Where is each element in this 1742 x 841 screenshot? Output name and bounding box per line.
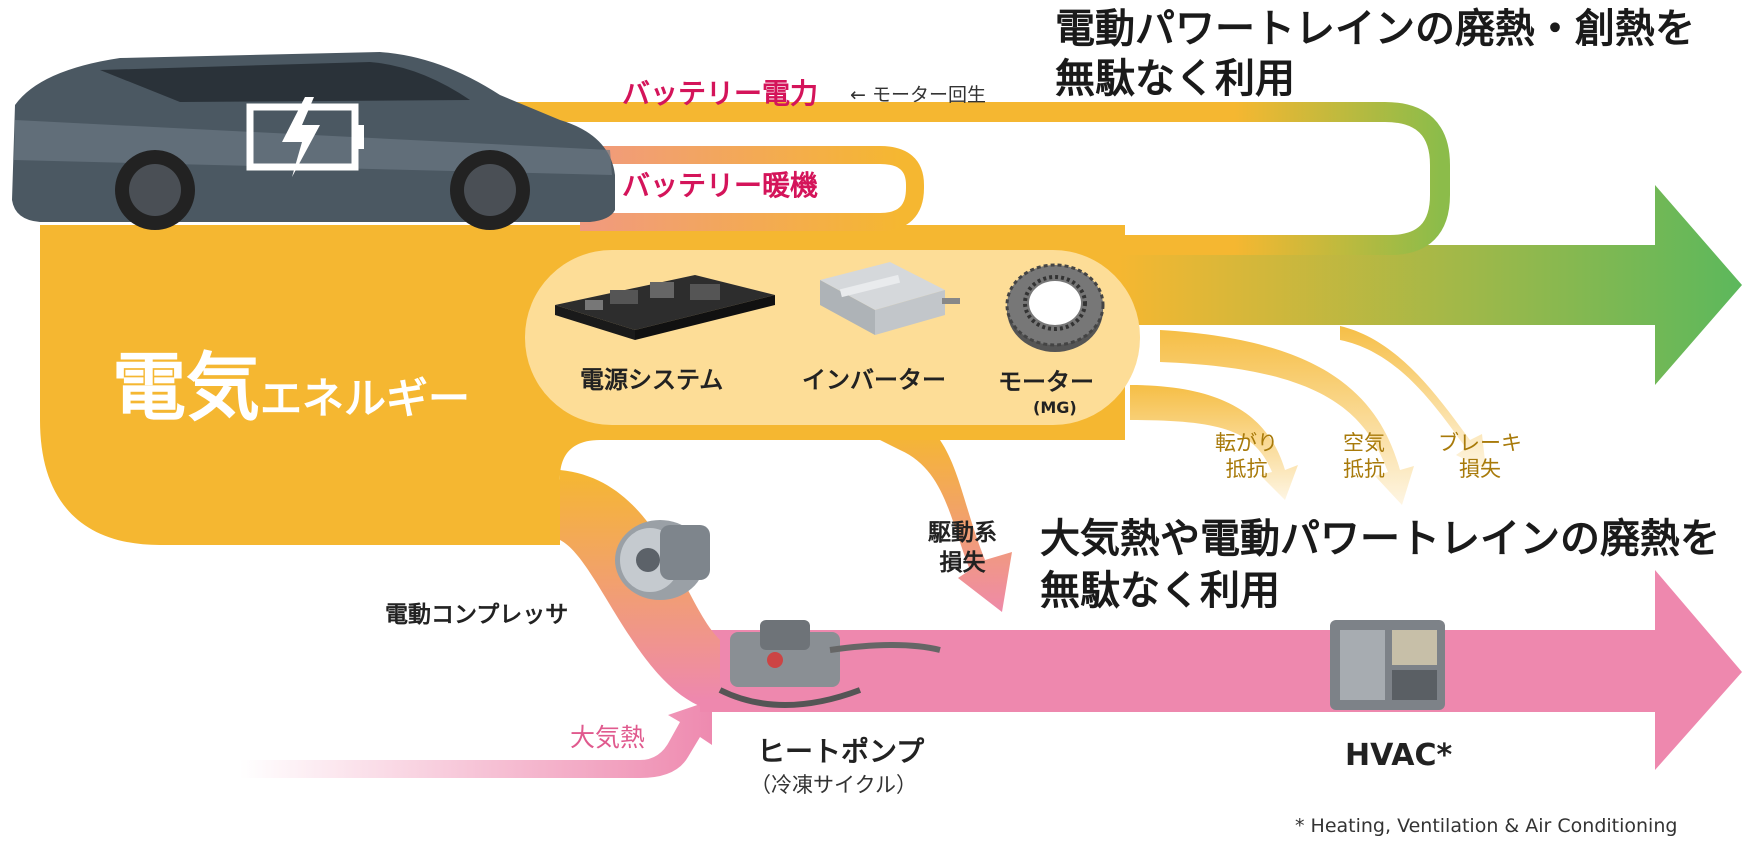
regen-loop-flow	[450, 102, 1450, 255]
drivetrain-loss-label: 駆動系 損失	[928, 518, 997, 578]
air-resistance-label: 空気 抵抗	[1343, 430, 1385, 482]
title-bottom-line1: 大気熱や電動パワートレインの廃熱を	[1040, 516, 1720, 562]
inverter-image	[820, 262, 960, 335]
ambient-heat-label: 大気熱	[570, 723, 646, 752]
title-top-line1: 電動パワートレインの廃熱・創熱を	[1055, 6, 1695, 52]
inverter-label: インバーター	[802, 366, 946, 394]
rolling-line1: 転がり	[1215, 431, 1278, 455]
ambient-heat-arrow	[240, 700, 712, 778]
footnote: * Heating, Ventilation & Air Conditionin…	[1295, 815, 1678, 837]
brake-line2: 損失	[1459, 457, 1501, 481]
drive-energy-arrow	[1120, 185, 1742, 385]
title-top-line2: 無駄なく利用	[1055, 56, 1295, 102]
hvac-flow-arrow	[700, 570, 1742, 770]
motor-regen-label: ← モーター回生	[850, 84, 986, 106]
electric-energy-small: エネルギー	[260, 374, 471, 423]
drivetrain-loss-arrow	[880, 440, 1012, 612]
motor-sub-label: (MG)	[1033, 398, 1077, 417]
heat-pump-image	[718, 620, 941, 708]
brake-loss-flow	[1340, 326, 1486, 470]
power-system-label: 電源システム	[580, 366, 724, 394]
battery-power-label: バッテリー電力	[622, 77, 819, 110]
air-loss-flow	[1160, 330, 1414, 505]
brake-line1: ブレーキ	[1438, 431, 1522, 455]
battery-warming-flow	[450, 146, 924, 231]
title-bottom-line2: 無駄なく利用	[1040, 568, 1280, 614]
drivetrain-line2: 損失	[939, 550, 986, 576]
rolling-line2: 抵抗	[1225, 457, 1268, 481]
battery-icon	[246, 97, 364, 177]
motor-image	[1005, 263, 1105, 352]
electric-energy-big: 電気	[112, 345, 260, 431]
battery-warming-label: バッテリー暖機	[622, 169, 819, 202]
hvac-image	[1330, 620, 1445, 710]
brake-loss-label: ブレーキ 損失	[1438, 430, 1522, 482]
power-system-image	[555, 275, 775, 340]
heat-pump-label: ヒートポンプ	[757, 735, 925, 768]
motor-label: モーター	[998, 368, 1094, 396]
rolling-resistance-label: 転がり 抵抗	[1215, 430, 1278, 482]
rolling-loss-flow	[1130, 385, 1298, 500]
air-line1: 空気	[1343, 431, 1385, 455]
car-image	[12, 52, 615, 230]
electric-energy-label: 電気エネルギー	[112, 328, 470, 435]
heat-pump-sub-label: （冷凍サイクル）	[750, 773, 917, 797]
electric-compressor-image	[615, 520, 710, 600]
air-line2: 抵抗	[1343, 457, 1385, 481]
drivetrain-line1: 駆動系	[928, 520, 997, 546]
hvac-label: HVAC*	[1345, 738, 1453, 773]
compressor-label: 電動コンプレッサ	[385, 602, 569, 628]
